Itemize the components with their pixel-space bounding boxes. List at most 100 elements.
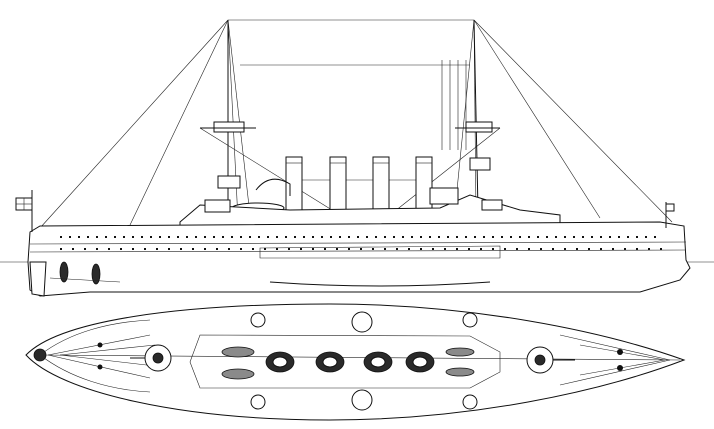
porthole <box>576 248 578 250</box>
central-deckhouse <box>189 334 501 389</box>
porthole <box>168 236 170 238</box>
funnel-4 <box>415 156 433 216</box>
turrets <box>130 311 575 411</box>
porthole <box>645 236 647 238</box>
porthole <box>186 236 188 238</box>
bow-fittings <box>33 342 623 371</box>
porthole <box>105 236 107 238</box>
porthole <box>396 248 398 250</box>
porthole <box>456 236 458 238</box>
porthole <box>420 248 422 250</box>
porthole <box>552 248 554 250</box>
porthole <box>330 236 332 238</box>
porthole <box>294 236 296 238</box>
porthole <box>132 248 134 250</box>
porthole <box>528 248 530 250</box>
porthole <box>78 236 80 238</box>
porthole <box>159 236 161 238</box>
porthole <box>408 248 410 250</box>
porthole <box>546 236 548 238</box>
funnels <box>285 156 433 216</box>
porthole <box>300 248 302 250</box>
porthole <box>312 236 314 238</box>
porthole <box>240 248 242 250</box>
funnel-1 <box>285 156 303 216</box>
porthole <box>591 236 593 238</box>
boats-plan <box>221 346 475 380</box>
porthole <box>438 236 440 238</box>
porthole <box>600 236 602 238</box>
porthole <box>654 236 656 238</box>
porthole <box>612 248 614 250</box>
porthole <box>204 236 206 238</box>
porthole <box>465 236 467 238</box>
porthole <box>141 236 143 238</box>
porthole <box>609 236 611 238</box>
porthole <box>348 248 350 250</box>
porthole <box>156 248 158 250</box>
funnel-tops <box>265 351 435 373</box>
porthole <box>474 236 476 238</box>
porthole <box>276 248 278 250</box>
porthole <box>72 248 74 250</box>
bilge-keel <box>269 281 491 287</box>
porthole <box>96 236 98 238</box>
porthole <box>618 236 620 238</box>
porthole <box>582 236 584 238</box>
rigging <box>39 19 673 229</box>
porthole <box>360 248 362 250</box>
porthole <box>483 236 485 238</box>
porthole <box>258 236 260 238</box>
fore-mast <box>200 20 256 215</box>
porthole <box>537 236 539 238</box>
porthole <box>456 248 458 250</box>
porthole <box>504 248 506 250</box>
porthole <box>249 236 251 238</box>
porthole <box>444 248 446 250</box>
porthole <box>114 236 116 238</box>
porthole <box>648 248 650 250</box>
porthole <box>492 236 494 238</box>
porthole <box>288 248 290 250</box>
bow-flag <box>665 202 675 228</box>
porthole <box>432 248 434 250</box>
hull <box>27 221 691 297</box>
porthole <box>384 236 386 238</box>
porthole <box>627 236 629 238</box>
porthole <box>192 248 194 250</box>
porthole <box>195 236 197 238</box>
porthole <box>312 248 314 250</box>
porthole <box>150 236 152 238</box>
porthole <box>402 236 404 238</box>
porthole <box>348 236 350 238</box>
porthole <box>357 236 359 238</box>
side-elevation <box>0 19 714 297</box>
porthole <box>501 236 503 238</box>
porthole <box>120 248 122 250</box>
porthole <box>429 236 431 238</box>
porthole <box>519 236 521 238</box>
porthole <box>285 236 287 238</box>
porthole <box>375 236 377 238</box>
porthole <box>564 236 566 238</box>
porthole <box>216 248 218 250</box>
porthole <box>204 248 206 250</box>
porthole <box>123 236 125 238</box>
porthole <box>393 236 395 238</box>
funnel-3 <box>372 156 390 216</box>
porthole <box>480 248 482 250</box>
porthole <box>528 236 530 238</box>
porthole <box>336 248 338 250</box>
porthole <box>132 236 134 238</box>
porthole <box>420 236 422 238</box>
porthole <box>600 248 602 250</box>
stern-flag <box>15 190 33 232</box>
porthole <box>372 248 374 250</box>
porthole <box>303 236 305 238</box>
porthole <box>180 248 182 250</box>
porthole <box>168 248 170 250</box>
porthole <box>231 236 233 238</box>
porthole <box>624 248 626 250</box>
